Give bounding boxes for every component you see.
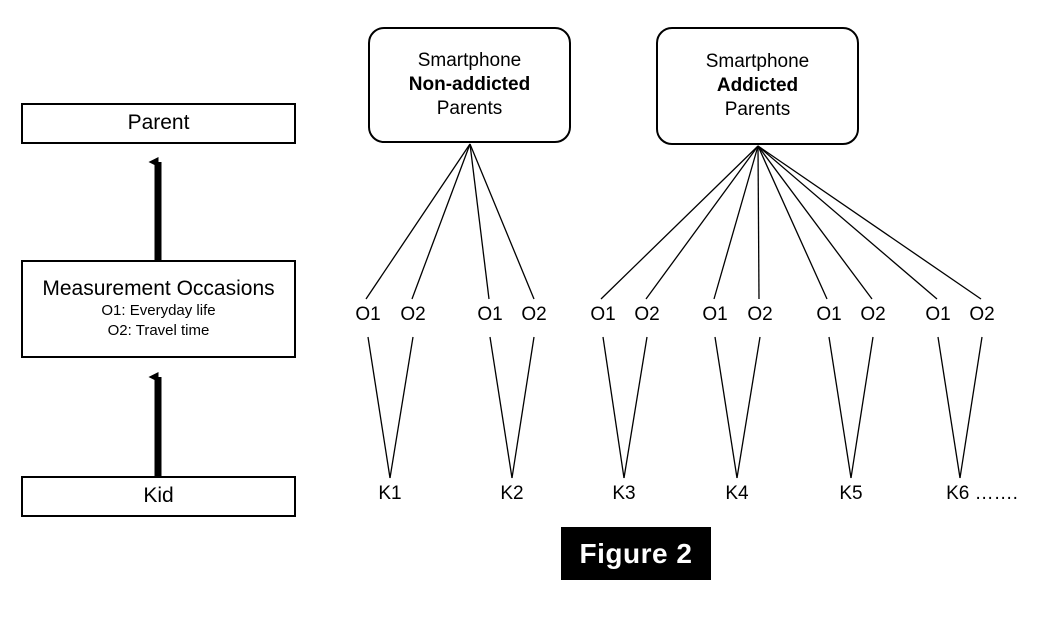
occasion-node-k6-o1: O1 bbox=[925, 304, 951, 325]
group-box-non-addicted: Smartphone Non-addicted Parents bbox=[368, 27, 571, 143]
occasion-node-k1-o1: O1 bbox=[355, 304, 381, 325]
kid-node-k4: K4 bbox=[725, 483, 749, 504]
kid-node-k3: K3 bbox=[612, 483, 636, 504]
kid-level-box: Kid bbox=[21, 476, 296, 517]
group-addicted-line2: Addicted bbox=[716, 74, 799, 96]
occasion-node-k6-o2: O2 bbox=[969, 304, 995, 325]
measurement-occasions-box: Measurement Occasions O1: Everyday life … bbox=[21, 260, 296, 358]
kid-level-label: Kid bbox=[143, 484, 174, 508]
occasion-key-o2: O2: Travel time bbox=[107, 322, 210, 340]
group-addicted-line3: Parents bbox=[724, 99, 791, 121]
group-addicted-line1: Smartphone bbox=[705, 50, 810, 72]
v-edges-kids bbox=[367, 336, 983, 479]
figure-caption-label: Figure 2 bbox=[579, 537, 693, 569]
occasion-node-k4-o2: O2 bbox=[747, 304, 773, 325]
occasion-node-k3-o2: O2 bbox=[634, 304, 660, 325]
kid-node-k6: K6 ……. bbox=[946, 483, 1018, 504]
measurement-occasions-title: Measurement Occasions bbox=[42, 277, 275, 301]
parent-level-label: Parent bbox=[127, 111, 190, 135]
occasion-node-k1-o2: O2 bbox=[400, 304, 426, 325]
occasion-node-k5-o2: O2 bbox=[860, 304, 886, 325]
occasion-node-k3-o1: O1 bbox=[590, 304, 616, 325]
figure-caption-plate: Figure 2 bbox=[561, 527, 711, 580]
fan-edges-non-addicted bbox=[365, 143, 535, 300]
parent-level-box: Parent bbox=[21, 103, 296, 144]
fan-edges-addicted bbox=[600, 145, 982, 300]
group-non-addicted-line1: Smartphone bbox=[417, 49, 522, 71]
kid-node-k5: K5 bbox=[839, 483, 863, 504]
group-non-addicted-line2: Non-addicted bbox=[408, 73, 531, 95]
kid-node-k2: K2 bbox=[500, 483, 524, 504]
kid-node-k1: K1 bbox=[378, 483, 402, 504]
occasion-key-o1: O1: Everyday life bbox=[101, 302, 216, 320]
occasion-node-k5-o1: O1 bbox=[816, 304, 842, 325]
occasion-node-k2-o1: O1 bbox=[477, 304, 503, 325]
group-box-addicted: Smartphone Addicted Parents bbox=[656, 27, 859, 145]
occasion-node-k4-o1: O1 bbox=[702, 304, 728, 325]
occasion-node-k2-o2: O2 bbox=[521, 304, 547, 325]
group-non-addicted-line3: Parents bbox=[436, 98, 503, 120]
